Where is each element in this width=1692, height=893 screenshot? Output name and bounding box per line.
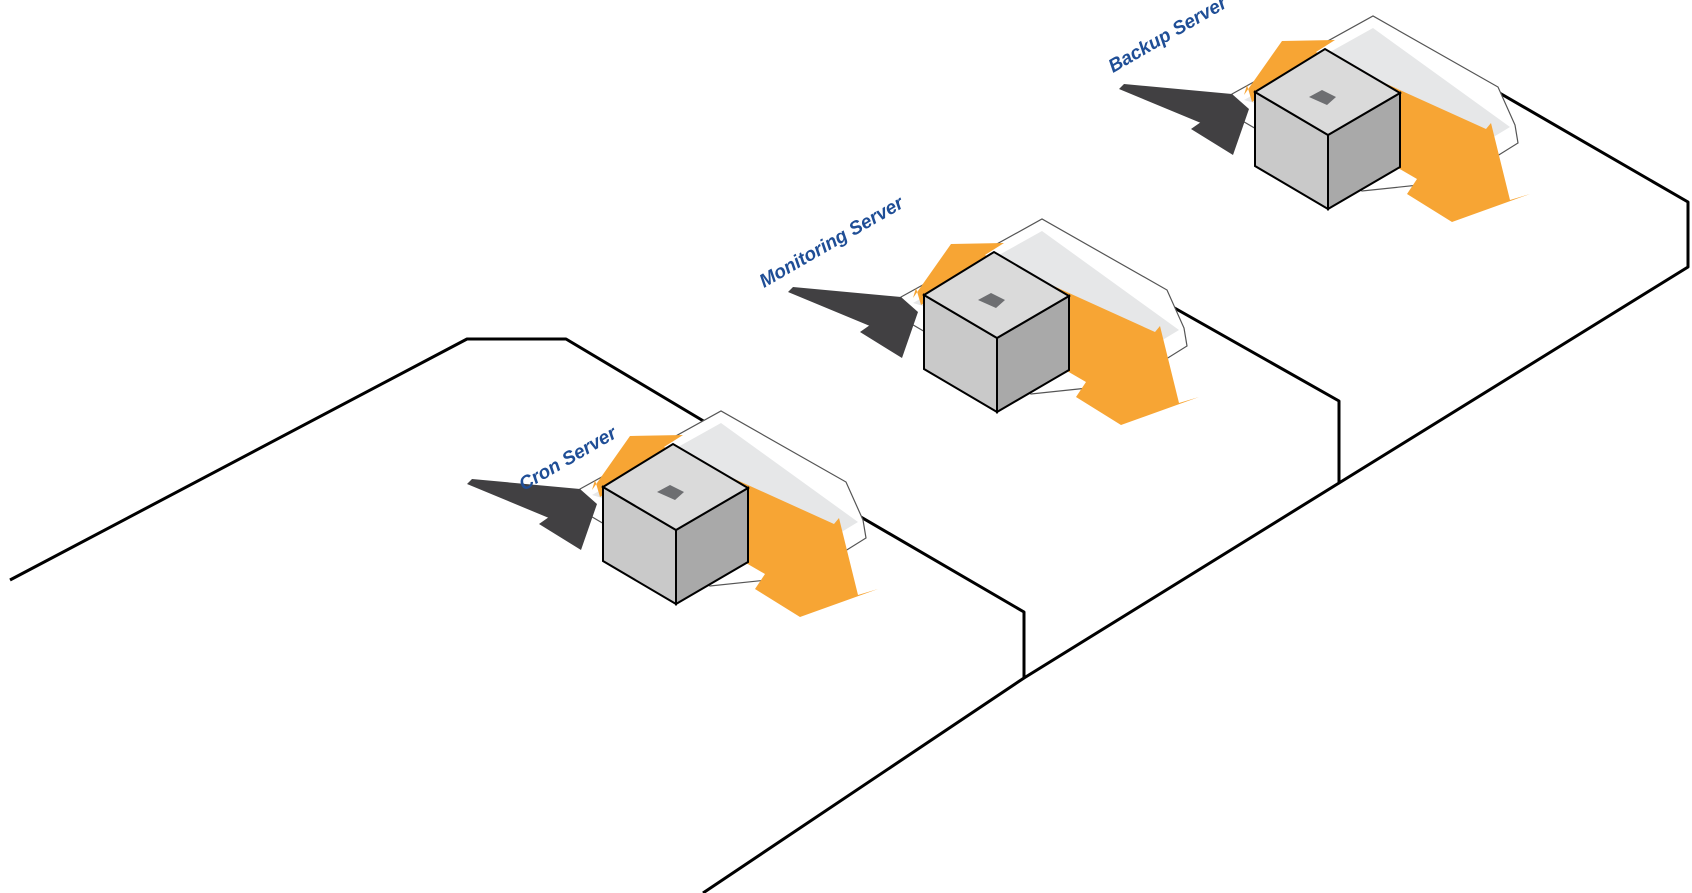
az-small-label: AZ — [824, 317, 865, 356]
az-small-label: AZ — [503, 509, 544, 548]
az-big-label: A — [399, 496, 501, 610]
server-label: Monitoring Server — [756, 192, 909, 292]
az-big-label: A — [1051, 101, 1153, 215]
server-icon — [787, 218, 1200, 426]
server-label: Backup Server — [1105, 0, 1232, 77]
server-icon — [466, 410, 879, 618]
frame-line-left — [9, 337, 1026, 893]
monitoring-server-module: AZ A Monitoring Server — [720, 192, 1200, 426]
server-icon — [1118, 15, 1531, 223]
az-big-label: A — [720, 304, 822, 418]
backup-server-module: AZ A Backup Server — [1051, 0, 1531, 223]
az-small-label: AZ — [1155, 114, 1196, 153]
cron-server-module: AZ A Cron Server — [399, 410, 879, 618]
